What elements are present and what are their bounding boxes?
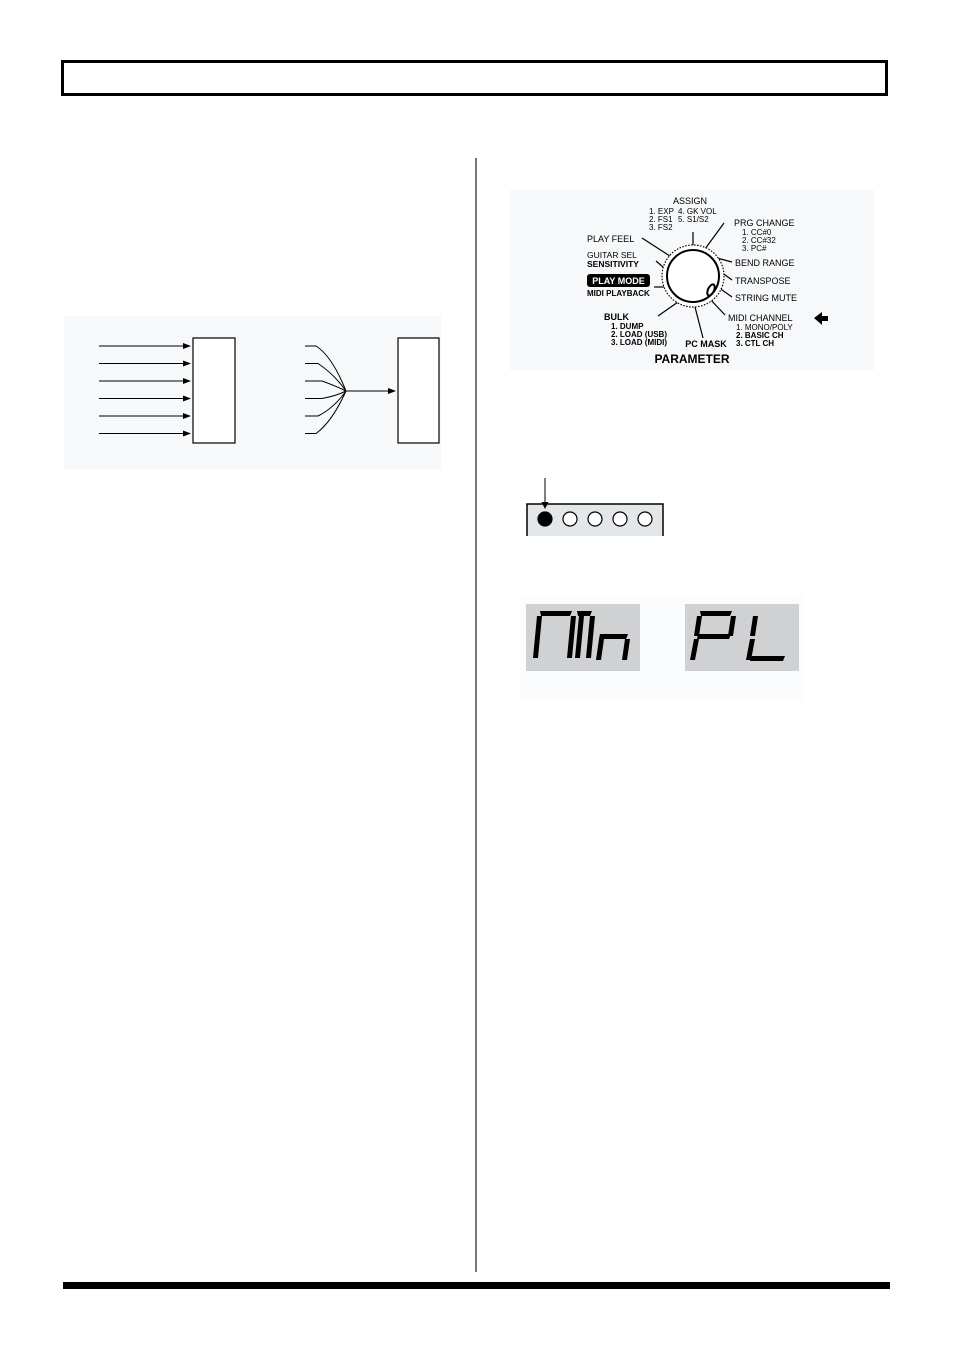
label-midi-sub3: 3. CTL CH xyxy=(736,339,774,348)
led-2 xyxy=(562,511,578,527)
led-indicator-panel xyxy=(522,474,668,538)
parameter-knob-svg: ASSIGN 1. EXP 2. FS1 3. FS2 4. GK VOL 5.… xyxy=(587,196,828,366)
led-indicator-svg xyxy=(526,478,664,536)
merge-line-6 xyxy=(305,390,347,434)
label-prg-sub2: 2. CC#32 xyxy=(742,236,776,245)
display-right-glyphs xyxy=(690,611,785,661)
merge-line-3 xyxy=(305,380,347,392)
label-assign-sub2: 2. FS1 xyxy=(649,215,673,224)
label-parameter: PARAMETER xyxy=(654,352,729,366)
pointer-arrow-icon xyxy=(541,502,549,509)
page-header-box xyxy=(61,60,888,96)
label-play-mode: PLAY MODE xyxy=(592,276,645,286)
label-prg-sub1: 1. CC#0 xyxy=(742,228,772,237)
label-assign: ASSIGN xyxy=(673,196,707,206)
segment-displays-svg xyxy=(526,604,799,671)
led-4 xyxy=(612,511,628,527)
label-midi-sub2: 2. BASIC CH xyxy=(736,331,784,340)
label-transpose: TRANSPOSE xyxy=(735,276,791,286)
display-left-glyphs xyxy=(533,611,630,660)
label-prg-sub3: 3. PC# xyxy=(742,244,767,253)
label-sensitivity: SENSITIVITY xyxy=(587,259,639,269)
label-bulk-sub3: 3. LOAD (MIDI) xyxy=(611,338,667,347)
receiver-box-right xyxy=(397,337,440,444)
label-assign-sub3: 3. FS2 xyxy=(649,223,673,232)
led-5 xyxy=(637,511,653,527)
merge-line-2 xyxy=(305,363,347,392)
label-guitar-sel: GUITAR SEL xyxy=(587,250,637,260)
routing-diagram-svg xyxy=(99,337,440,444)
label-midi-channel: MIDI CHANNEL xyxy=(728,313,793,323)
merge-line-5 xyxy=(305,390,347,417)
receiver-box-left xyxy=(192,337,236,444)
label-midi-playback: MIDI PLAYBACK xyxy=(587,289,650,298)
label-assign-sub1: 1. EXP xyxy=(649,207,674,216)
parameter-knob-panel: ASSIGN 1. EXP 2. FS1 3. FS2 4. GK VOL 5.… xyxy=(510,190,874,370)
play-mode-highlight xyxy=(587,274,650,287)
label-assign-sub4: 4. GK VOL xyxy=(678,207,717,216)
label-bend-range: BEND RANGE xyxy=(735,258,795,268)
label-string-mute: STRING MUTE xyxy=(735,293,797,303)
selected-arrow-icon xyxy=(814,312,828,325)
label-play-feel: PLAY FEEL xyxy=(587,234,634,244)
merged-input-lines xyxy=(305,345,396,434)
label-prg-change: PRG CHANGE xyxy=(734,218,795,228)
separate-input-arrows xyxy=(99,343,191,437)
label-bulk: BULK xyxy=(604,312,629,322)
label-pc-mask: PC MASK xyxy=(685,339,727,349)
footer-rule xyxy=(63,1282,890,1289)
parameter-knob[interactable] xyxy=(666,249,720,303)
label-bulk-sub1: 1. DUMP xyxy=(611,322,644,331)
label-bulk-sub2: 2. LOAD (USB) xyxy=(611,330,667,339)
merge-line-4 xyxy=(305,390,347,399)
merge-line-1 xyxy=(305,345,347,392)
knob-spokes xyxy=(641,222,733,339)
led-3 xyxy=(587,511,603,527)
segment-display-area xyxy=(520,596,804,700)
led-1-lit xyxy=(537,511,553,527)
knob-pointer xyxy=(706,283,716,297)
label-midi-sub1: 1. MONO/POLY xyxy=(736,323,793,332)
label-assign-sub5: 5. S1/S2 xyxy=(678,215,709,224)
column-divider xyxy=(475,158,477,1272)
channel-routing-diagram xyxy=(64,316,441,470)
